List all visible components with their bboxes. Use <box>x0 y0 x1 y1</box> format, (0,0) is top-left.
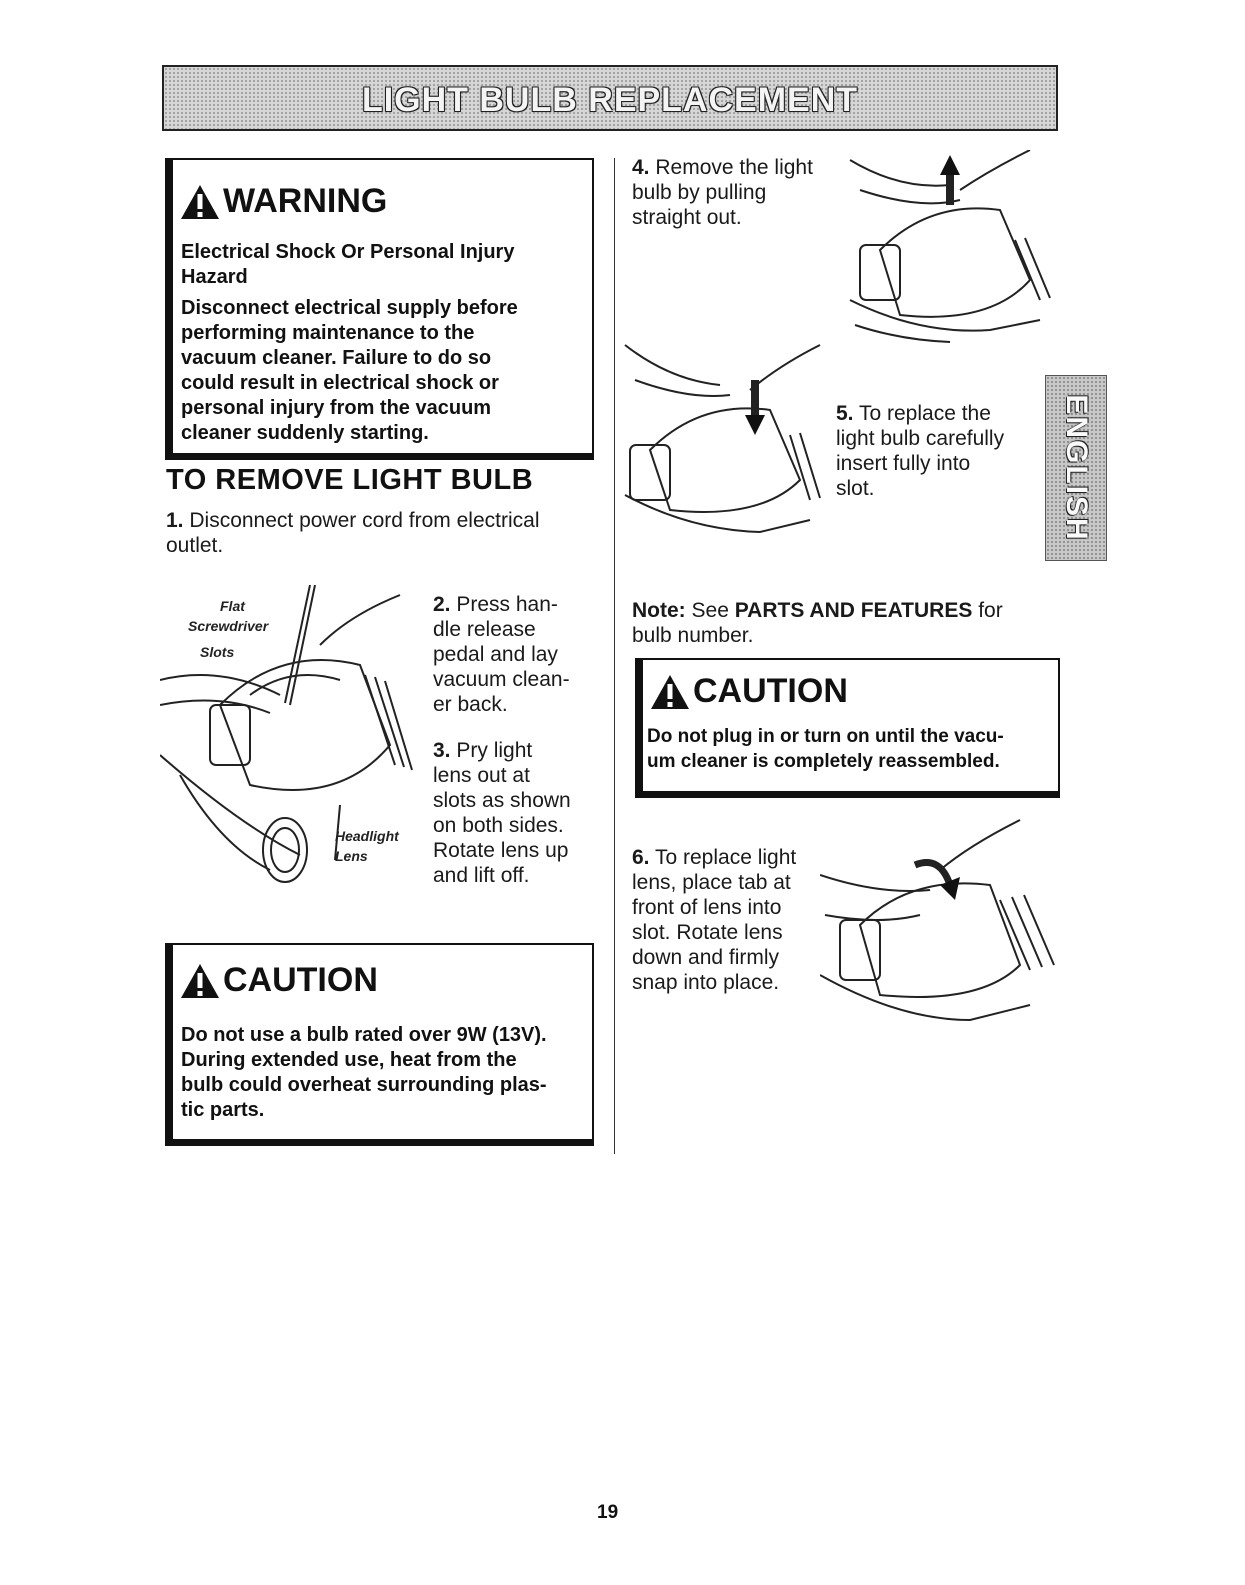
illustration-pry-lens <box>160 585 413 883</box>
step-6: 6. To replace light lens, place tab at f… <box>632 846 797 994</box>
warning-heading: WARNING <box>179 182 387 221</box>
step-5: 5. To replace the light bulb carefully i… <box>836 402 1005 500</box>
label-headlight: Headlight <box>335 828 399 844</box>
step-4: 4. Remove the light bulb by pulling stra… <box>632 156 813 229</box>
caution-box-reassembly: CAUTION Do not plug in or turn on until … <box>635 658 1060 798</box>
label-slots: Slots <box>200 644 235 660</box>
language-tab-english: ENGLISH <box>1045 375 1107 561</box>
step-3: 3. Pry light lens out at slots as shown … <box>433 739 571 887</box>
illustration-replace-lens <box>820 819 1055 1022</box>
illustration-insert-bulb <box>624 344 821 534</box>
step-2: 2. Press han- dle release pedal and lay … <box>433 593 570 716</box>
caution-text: Do not plug in or turn on until the vacu… <box>647 726 1004 772</box>
warning-text: Electrical Shock Or Personal Injury Haza… <box>181 241 518 444</box>
note-parts-features: Note: See PARTS AND FEATURES for bulb nu… <box>632 599 1003 647</box>
caution-heading: CAUTION <box>179 961 378 1000</box>
illustration-remove-bulb <box>849 150 1051 343</box>
caution-text: Do not use a bulb rated over 9W (13V). D… <box>181 1024 547 1121</box>
caution-triangle-icon <box>181 963 219 998</box>
caution-triangle-icon <box>651 674 689 709</box>
page-number: 19 <box>597 1502 619 1523</box>
warning-triangle-icon <box>181 184 219 219</box>
step-1: 1. Disconnect power cord from electrical… <box>166 509 540 557</box>
caution-box-bulb-rating: CAUTION Do not use a bulb rated over 9W … <box>165 943 594 1146</box>
label-screwdriver: Screwdriver <box>188 618 269 634</box>
remove-section-heading: TO REMOVE LIGHT BULB <box>166 464 534 496</box>
warning-box: WARNING Electrical Shock Or Personal Inj… <box>165 158 594 460</box>
label-flat: Flat <box>220 598 245 614</box>
page-title: LIGHT BULB REPLACEMENT <box>361 81 859 119</box>
header-banner: LIGHT BULB REPLACEMENT <box>162 65 1058 131</box>
column-divider <box>614 158 615 1154</box>
caution-heading: CAUTION <box>649 672 848 711</box>
label-lens: Lens <box>335 848 368 864</box>
